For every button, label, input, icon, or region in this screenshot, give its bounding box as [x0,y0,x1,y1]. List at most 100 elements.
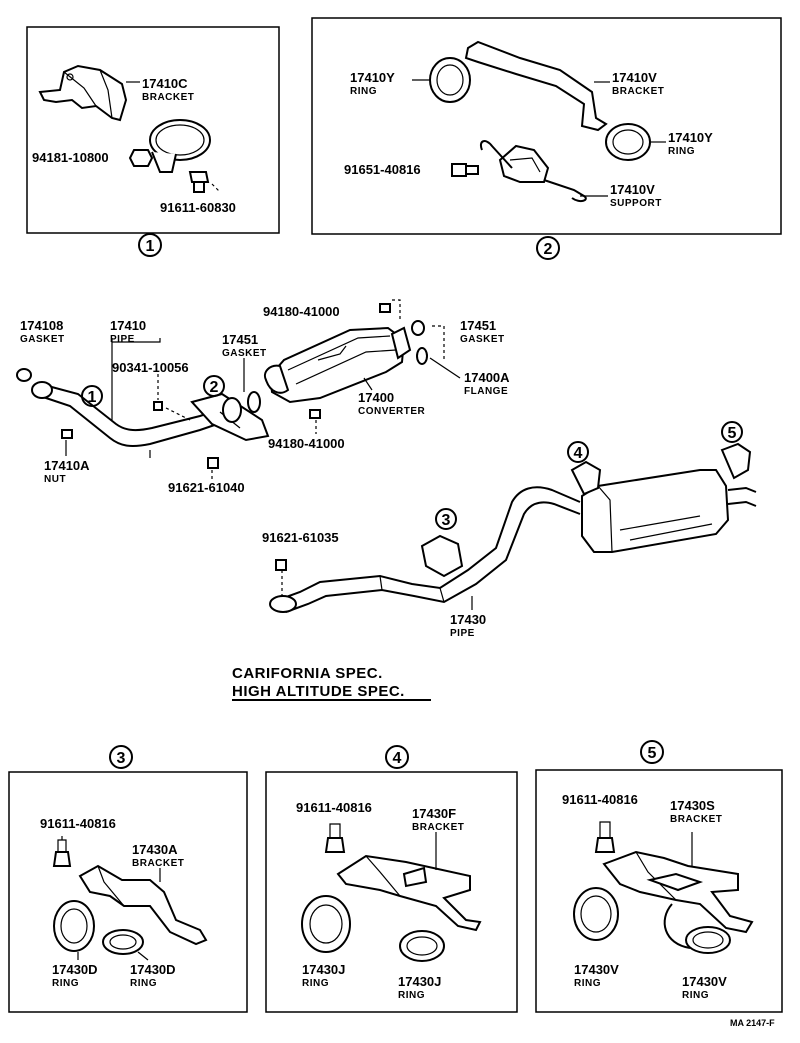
label-91611-40816-p5: 91611-40816 [562,792,638,807]
label-17451-right-desc: GASKET [460,334,505,345]
bolt-panel4-drawing [324,823,346,853]
label-17430s-desc: BRACKET [670,814,722,825]
label-17430d-right: 17430D [130,962,176,977]
bolt-91621-61035-drawing [275,559,287,571]
label-17430j-right: 17430J [398,974,441,989]
label-17451-mid-desc: GASKET [222,348,267,359]
main-callout-circle-5 [721,421,743,443]
callout-circle-2 [536,236,560,260]
label-17430d-left-desc: RING [52,978,79,989]
label-17430s: 17430S [670,798,715,813]
muffler-drawing [570,442,757,553]
hanger-4-drawing [570,460,602,496]
detail-panel-3: 3 91611-40816 17430A BRACKET 17430D RING… [8,745,248,1013]
spec-line-2: HIGH ALTITUDE SPEC. [232,683,405,700]
label-17400: 17400 [358,390,394,405]
ring-17430v-left-drawing [573,887,619,941]
bolt-91621-61040-drawing [207,457,219,469]
ring-17430j-right-drawing [399,930,445,962]
panel-4-border [265,771,518,1013]
nut-94180-bottom-drawing [309,409,321,419]
callout-1: 1 [146,238,155,255]
gasket-17451-right-drawing [411,320,425,336]
bracket-17430a-drawing [78,864,208,946]
label-17430v-left-desc: RING [574,978,601,989]
hanger-3-drawing [420,534,464,578]
ring-17430d-left-drawing [53,900,95,952]
hanger-5-drawing [720,442,752,480]
ring-17430v-right-drawing [663,903,731,954]
clamp-drawing [149,119,211,173]
label-174108-desc: GASKET [20,334,65,345]
bracket-17430f-drawing [336,854,482,932]
panel-2-border [311,17,782,235]
label-17430a-desc: BRACKET [132,858,184,869]
label-17410c: 17410C [142,76,188,91]
main-callout-2: 2 [210,379,219,396]
callout-circle-4 [385,745,409,769]
ring-17430j-left-drawing [301,895,351,953]
label-17430j-left-desc: RING [302,978,329,989]
bolt-panel5-drawing [594,821,616,853]
ring-17430d-right-drawing [102,929,144,955]
bracket-17430s-drawing [602,850,754,934]
main-assembly: 174108 GASKET 17410 PIPE 90341-10056 174… [16,299,757,639]
main-callout-3: 3 [442,512,451,529]
label-17430-desc: PIPE [450,628,475,639]
panel-5-border [535,769,783,1013]
label-17430j-right-desc: RING [398,990,425,1001]
nut-94181-drawing [128,149,154,167]
detail-panel-5: 5 91611-40816 17430S BRACKET 17430V RING… [535,740,783,1013]
label-17430f: 17430F [412,806,456,821]
label-17410c-desc: BRACKET [142,92,194,103]
label-17400-desc: CONVERTER [358,406,426,417]
label-174108: 174108 [20,318,63,333]
label-90341-10056: 90341-10056 [112,360,189,375]
flange-17400a-drawing [416,347,428,365]
label-17430d-right-desc: RING [130,978,157,989]
label-17410y-left-desc: RING [350,86,377,97]
label-94181-10800: 94181-10800 [32,150,109,165]
support-17410v-drawing [480,140,587,203]
label-17430j-left: 17430J [302,962,345,977]
main-callout-5: 5 [728,425,737,442]
label-91621-61040: 91621-61040 [168,480,245,495]
bolt-90341-drawing [153,401,163,411]
label-17400a-desc: FLANGE [464,386,508,397]
label-17410a: 17410A [44,458,90,473]
main-callout-circle-2 [203,375,225,397]
spec-line-1: CARIFORNIA SPEC. [232,665,383,682]
ring-17410y-left-drawing [429,57,471,103]
label-17410y-right: 17410Y [668,130,713,145]
label-17410v-bracket: 17410V [612,70,657,85]
label-17430f-desc: BRACKET [412,822,464,833]
pipe-bracket-leader [111,338,161,343]
callout-4: 4 [393,750,402,767]
label-17410: 17410 [110,318,146,333]
ring-17410y-right-drawing [605,123,651,161]
rear-pipe-17430-drawing [269,486,581,613]
callout-circle-3 [109,745,133,769]
label-17430v-left: 17430V [574,962,619,977]
bracket-17410v-drawing [464,40,608,132]
callout-5: 5 [648,745,657,762]
label-17410v-support: 17410V [610,182,655,197]
main-callout-circle-1 [81,385,103,407]
label-17400a: 17400A [464,370,510,385]
label-17410y-left: 17410Y [350,70,395,85]
label-17410-desc: PIPE [110,334,135,345]
label-91611-40816-p4: 91611-40816 [296,800,372,815]
label-17410a-desc: NUT [44,474,66,485]
label-17430: 17430 [450,612,486,627]
callout-circle-1 [138,233,162,257]
callout-3: 3 [117,750,126,767]
front-pipe-17410-drawing [16,368,270,447]
label-17430v-right: 17430V [682,974,727,989]
main-callout-4: 4 [574,445,583,462]
callout-2: 2 [544,241,553,258]
spec-notes: CARIFORNIA SPEC. HIGH ALTITUDE SPEC. [232,665,431,701]
gasket-174108-drawing [16,368,32,382]
label-17430d-left: 17430D [52,962,98,977]
